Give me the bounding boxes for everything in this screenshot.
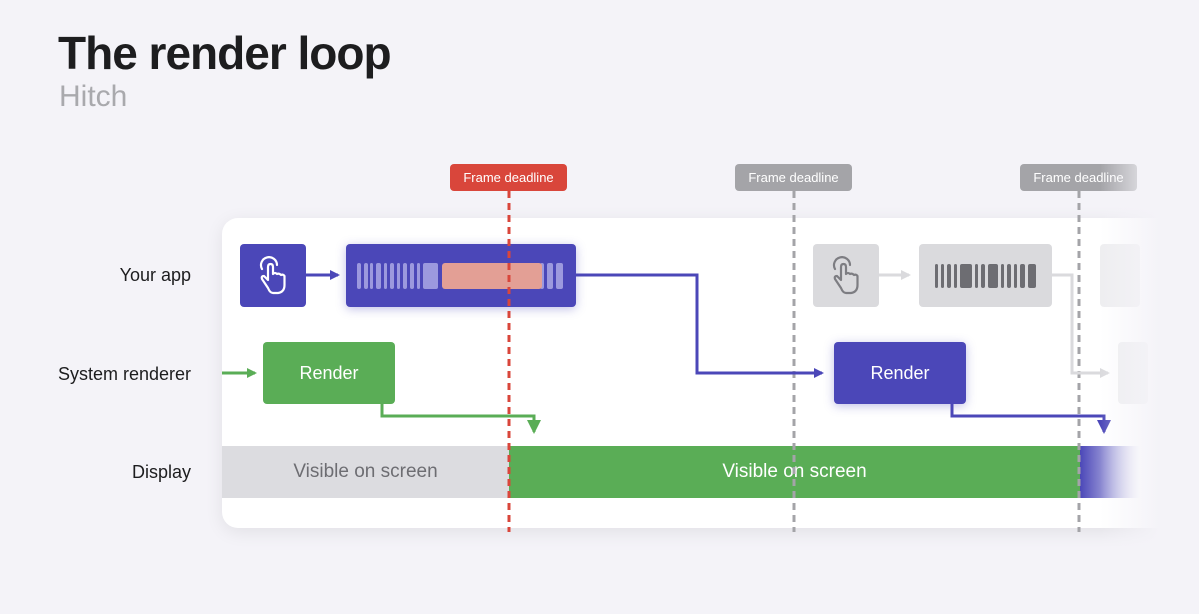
touch-event-box	[240, 244, 306, 307]
display-segment-current: Visible on screen	[509, 446, 1080, 498]
render-box-1: Render	[263, 342, 395, 404]
work-bars-graphic-faded	[934, 263, 1036, 288]
page-title: The render loop	[58, 27, 392, 79]
page-subtitle: Hitch	[59, 80, 128, 113]
hand-tap-icon	[259, 255, 286, 294]
display-segment-previous: Visible on screen	[222, 446, 509, 498]
row-label-system-renderer: System renderer	[57, 364, 191, 384]
work-bars-graphic	[357, 262, 563, 289]
app-work-box	[346, 244, 576, 307]
render-box-2: Render	[834, 342, 966, 404]
right-edge-fade	[1100, 150, 1199, 570]
row-label-your-app: Your app	[119, 265, 191, 285]
frame-deadline-label-2: Frame deadline	[735, 164, 852, 191]
row-label-display: Display	[131, 462, 191, 482]
frame-deadline-label-missed: Frame deadline	[450, 164, 567, 191]
touch-event-box-next	[813, 244, 879, 307]
hand-tap-icon-faded	[832, 255, 859, 294]
app-work-box-next	[919, 244, 1052, 307]
